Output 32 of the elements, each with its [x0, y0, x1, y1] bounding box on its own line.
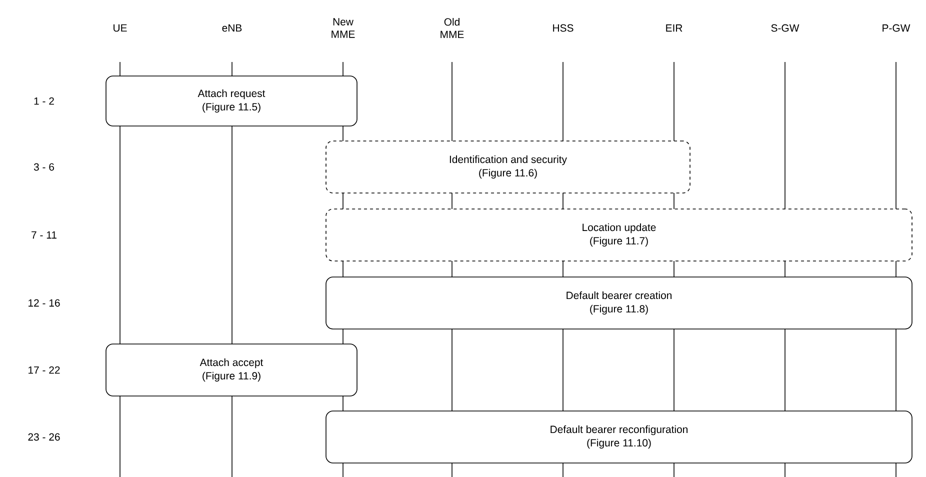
- step-number: 7 - 11: [32, 231, 56, 239]
- box-text: Location update: [582, 223, 656, 234]
- box-text: (Figure 11.6): [479, 168, 537, 179]
- participant-label: S-GW: [771, 24, 800, 32]
- participant-label: eNB: [222, 24, 242, 32]
- process-box: [326, 276, 912, 330]
- box-text: Attach request: [198, 89, 266, 100]
- step-number: 23 - 26: [28, 433, 60, 441]
- participant-label: UE: [114, 24, 127, 32]
- participant-label: HSS: [553, 24, 574, 32]
- box-text: Attach accept: [200, 358, 264, 368]
- participant-label: P-GW: [882, 24, 910, 32]
- box-text: (Figure 11.5): [202, 102, 260, 113]
- process-box: [106, 344, 358, 396]
- box-text: (Figure 11.7): [590, 236, 648, 247]
- step-number: 1 - 2: [34, 97, 54, 105]
- box-text: (Figure 11.8): [590, 304, 648, 315]
- box-text: Identification and security: [450, 155, 567, 166]
- box-text: Default bearer creation: [566, 291, 672, 300]
- box-text: (Figure 11.10): [587, 438, 651, 449]
- box-text: Default bearer reconfiguration: [550, 425, 688, 436]
- process-box: [326, 410, 912, 464]
- participant-label: Old MME: [440, 18, 464, 38]
- process-box: [106, 76, 358, 126]
- step-number: 12 - 16: [28, 299, 60, 307]
- step-number: 3 - 6: [34, 163, 54, 171]
- participant-label: EIR: [666, 24, 682, 32]
- process-box: [326, 140, 690, 194]
- process-box: [326, 208, 912, 262]
- step-number: 17 - 22: [28, 366, 60, 374]
- participant-label: New MME: [332, 18, 355, 38]
- box-text: (Figure 11.9): [202, 372, 260, 382]
